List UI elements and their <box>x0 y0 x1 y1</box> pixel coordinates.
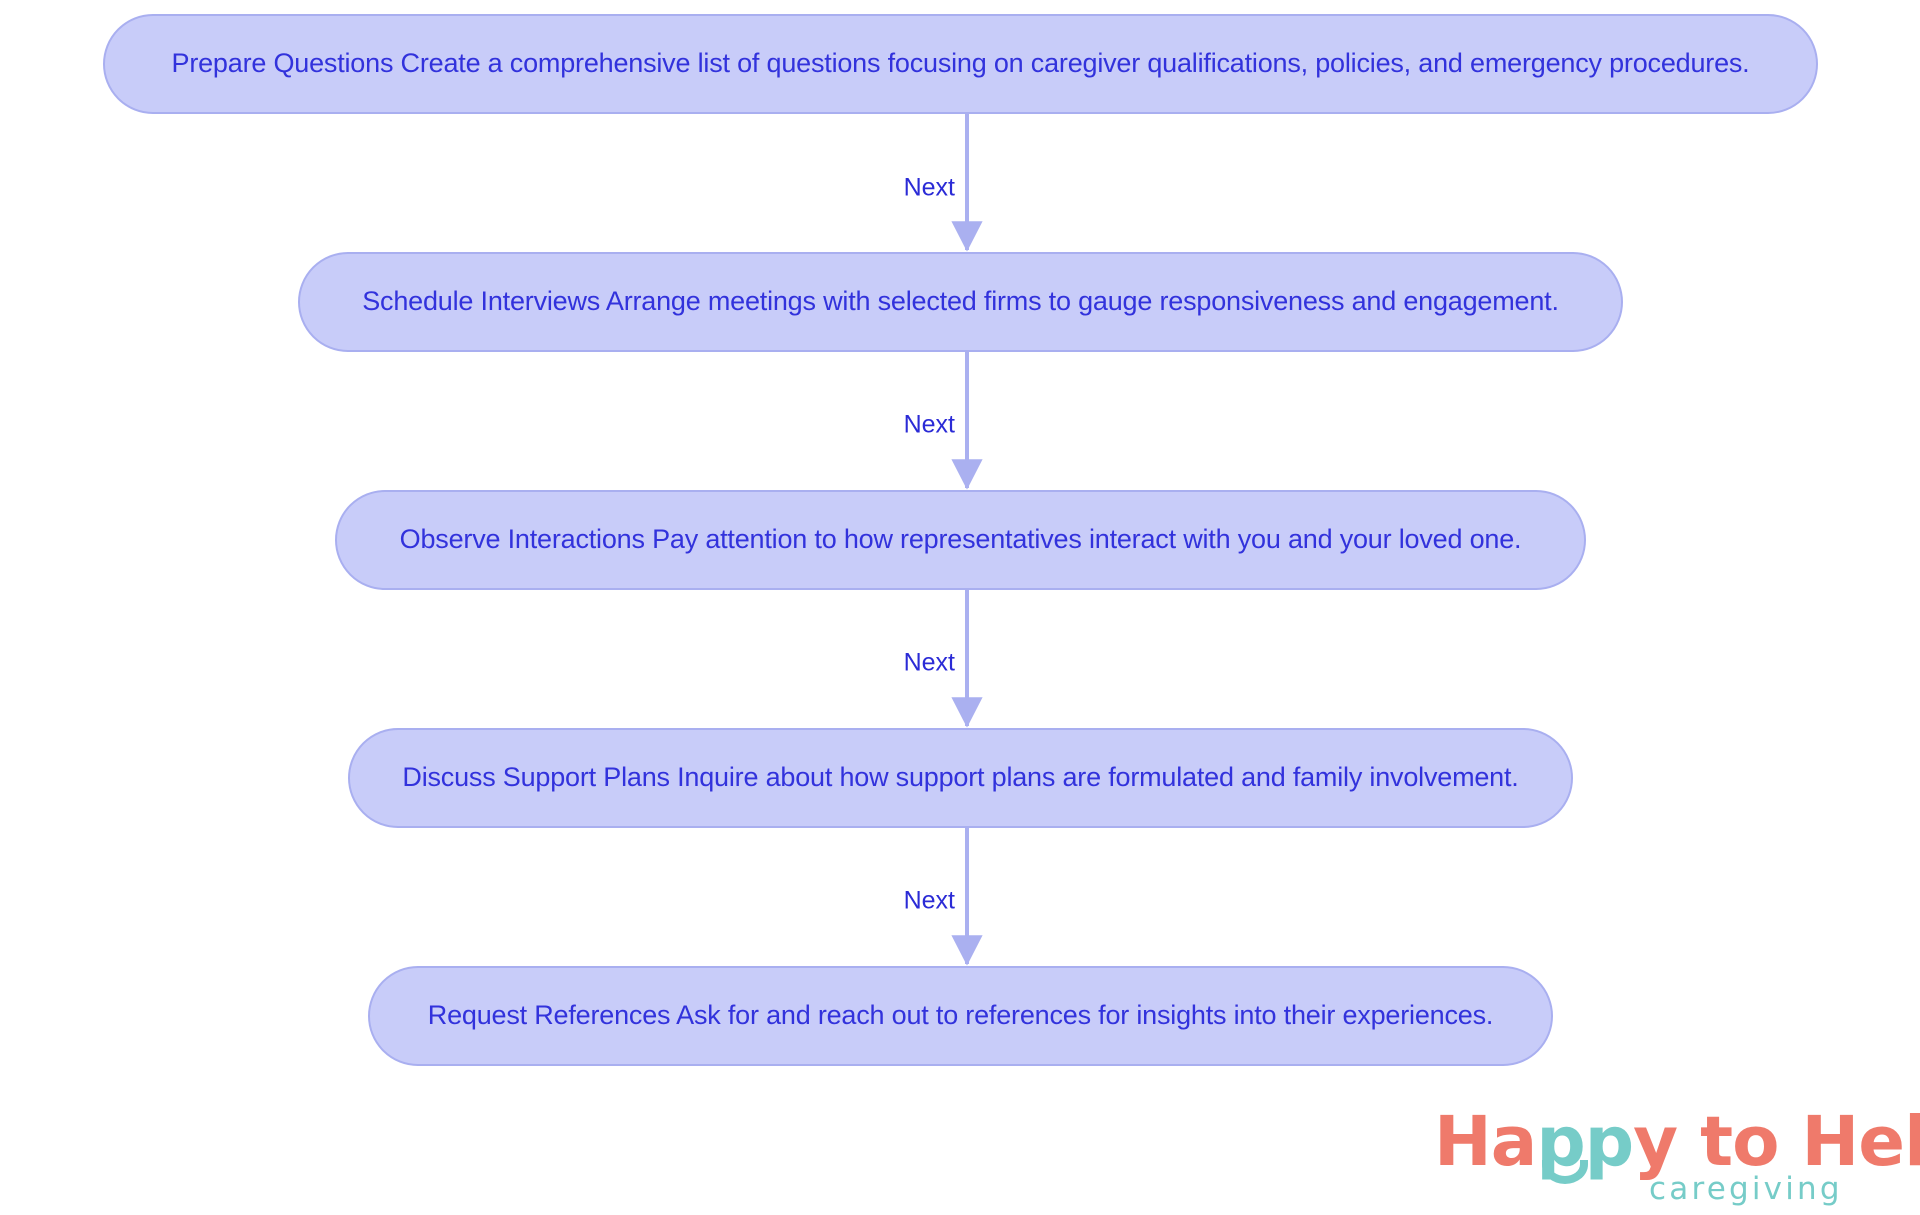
edge-label-edge-4: Next <box>903 886 955 915</box>
logo-text-to: to <box>1700 1102 1779 1182</box>
node-label-discuss-support-plans: Discuss Support Plans Inquire about how … <box>402 762 1519 793</box>
node-label-schedule-interviews: Schedule Interviews Arrange meetings wit… <box>362 286 1559 317</box>
smile-icon <box>1542 1160 1588 1184</box>
edge-label-edge-3: Next <box>903 648 955 677</box>
node-label-request-references: Request References Ask for and reach out… <box>427 1000 1494 1031</box>
logo-text-y: y <box>1633 1102 1678 1182</box>
node-label-observe-interactions: Observe Interactions Pay attention to ho… <box>399 524 1522 555</box>
edge-label-edge-1: Next <box>903 173 955 202</box>
logo-tagline: caregiving <box>1649 1171 1843 1207</box>
flowchart-node-request-references[interactable]: Request References Ask for and reach out… <box>368 966 1553 1066</box>
logo-text-ha: Ha <box>1434 1102 1537 1182</box>
brand-logo: Happy to Help caregiving <box>1434 1108 1920 1207</box>
flowchart-node-prepare-questions[interactable]: Prepare Questions Create a comprehensive… <box>103 14 1818 114</box>
flowchart-node-observe-interactions[interactable]: Observe Interactions Pay attention to ho… <box>335 490 1586 590</box>
edge-label-edge-2: Next <box>903 410 955 439</box>
node-label-prepare-questions: Prepare Questions Create a comprehensive… <box>171 48 1750 79</box>
flowchart-node-discuss-support-plans[interactable]: Discuss Support Plans Inquire about how … <box>348 728 1573 828</box>
flowchart-node-schedule-interviews[interactable]: Schedule Interviews Arrange meetings wit… <box>298 252 1623 352</box>
logo-text-help: Help <box>1801 1102 1920 1182</box>
logo-wordmark: Happy to Help <box>1434 1108 1920 1177</box>
